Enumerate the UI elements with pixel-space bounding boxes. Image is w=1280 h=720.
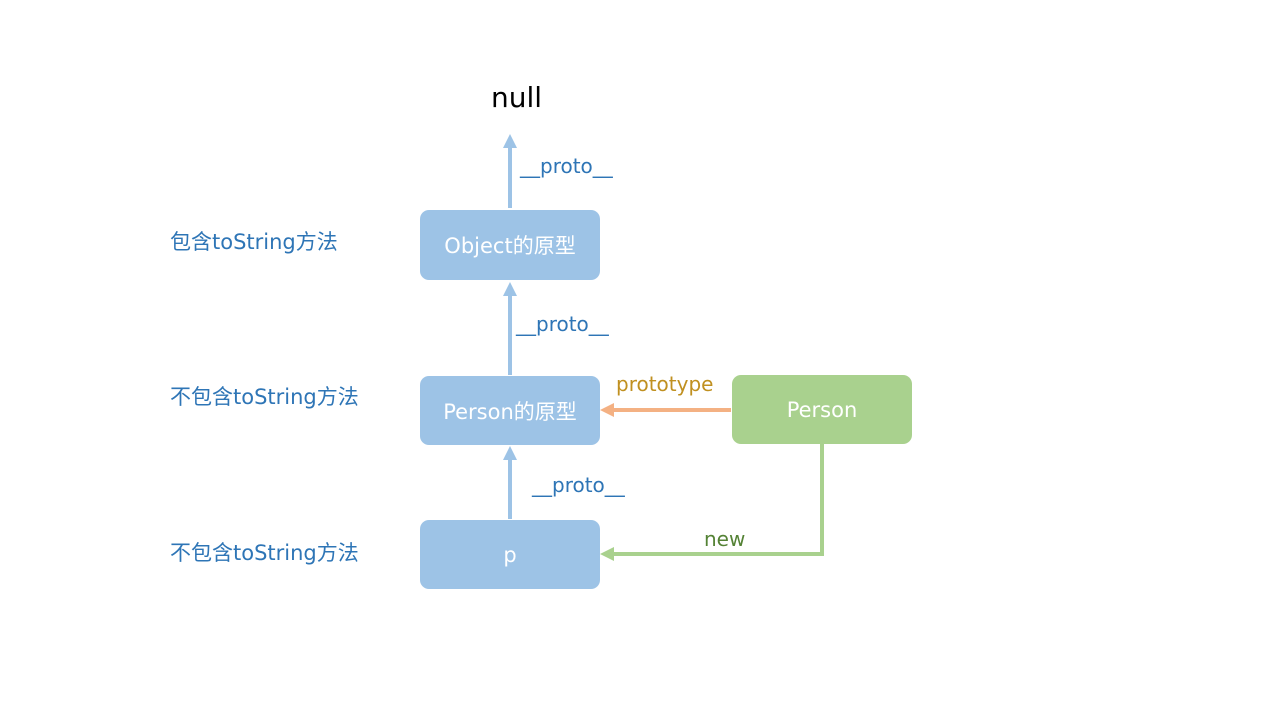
new-label: new: [704, 527, 746, 551]
p-instance-node: p: [420, 520, 600, 589]
proto-label-middle: __proto__: [516, 312, 609, 336]
proto-label-bottom: __proto__: [532, 473, 625, 497]
proto-arrowhead-bottom: [503, 446, 517, 460]
new-arrowhead: [600, 547, 614, 561]
prototype-arrowhead: [600, 403, 614, 417]
proto-arrowhead-middle: [503, 282, 517, 296]
object-prototype-node: Object的原型: [420, 210, 600, 280]
note-p-instance: 不包含toString方法: [170, 541, 359, 565]
prototype-label: prototype: [616, 372, 714, 396]
person-prototype-node: Person的原型: [420, 376, 600, 445]
proto-label-top: __proto__: [520, 154, 613, 178]
null-label: null: [491, 81, 543, 114]
proto-arrowhead-top: [503, 134, 517, 148]
new-arrow: [612, 443, 824, 556]
person-constructor-node: Person: [732, 375, 912, 444]
note-object-prototype: 包含toString方法: [170, 230, 338, 254]
note-person-prototype: 不包含toString方法: [170, 385, 359, 409]
